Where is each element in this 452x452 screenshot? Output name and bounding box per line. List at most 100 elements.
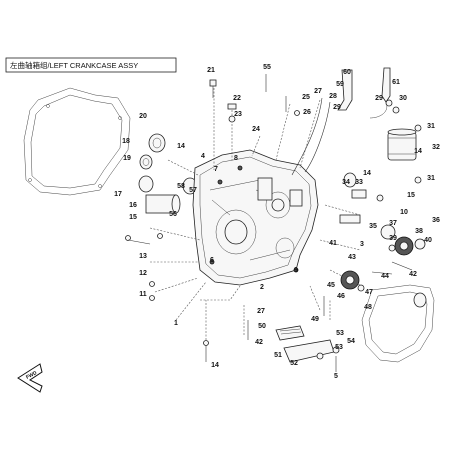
- crank-bore: [215, 209, 257, 255]
- bolt-15-left-shank: [127, 239, 151, 245]
- bolt-31: [414, 124, 422, 132]
- bracket-51: [283, 339, 335, 363]
- callout-3: 3: [360, 241, 364, 248]
- callout-36: 36: [432, 217, 440, 224]
- gear-37: [380, 224, 396, 240]
- callout-53: 53: [336, 330, 344, 337]
- bolt-14-bottom-head: [203, 340, 209, 346]
- callout-14: 14: [363, 170, 371, 177]
- callout-51: 51: [274, 352, 282, 359]
- callout-15: 15: [129, 214, 137, 221]
- screen-mesh: [280, 331, 302, 335]
- boss-upper: [257, 177, 273, 201]
- bolt-12: [149, 281, 155, 287]
- oring-29: [385, 99, 393, 107]
- bolt-15-right: [376, 194, 384, 202]
- callout-50: 50: [258, 323, 266, 330]
- sensor-61: [381, 67, 391, 103]
- gasket-hole: [28, 178, 32, 182]
- callout-54: 54: [347, 338, 355, 345]
- gear-45-hub: [345, 275, 355, 285]
- dowel-8: [237, 165, 243, 171]
- fwd-arrow-icon: [17, 363, 43, 393]
- callout-1: 1: [174, 320, 178, 327]
- callout-4: 4: [201, 153, 205, 160]
- callout-39: 39: [389, 235, 397, 242]
- callout-28: 28: [329, 93, 337, 100]
- nut-53: [316, 352, 324, 360]
- callout-56: 56: [169, 211, 177, 218]
- dowel-7: [217, 179, 223, 185]
- bolt-42-right: [391, 261, 413, 271]
- callout-24: 24: [252, 126, 260, 133]
- callout-21: 21: [207, 67, 215, 74]
- bolt-31-lower: [414, 176, 422, 184]
- right-gasket: [361, 284, 435, 363]
- nut-53b: [332, 346, 340, 354]
- part-34: [343, 172, 357, 188]
- callout-18: 18: [122, 138, 130, 145]
- washer-40: [414, 238, 426, 250]
- callout-38: 38: [415, 228, 423, 235]
- callout-20: 20: [139, 113, 147, 120]
- callout-31: 31: [427, 123, 435, 130]
- callout-43: 43: [348, 254, 356, 261]
- oil-filter-top: [387, 128, 417, 136]
- gasket-hole: [46, 104, 50, 108]
- oring-30: [392, 106, 400, 114]
- crankcase-flange: [199, 156, 312, 279]
- bolt-14-left: [157, 233, 163, 239]
- callout-33: 33: [355, 179, 363, 186]
- plug-22: [227, 103, 237, 110]
- callout-8: 8: [234, 155, 238, 162]
- callout-27: 27: [257, 308, 265, 315]
- crank-bore-inner: [224, 219, 248, 245]
- callout-41: 41: [329, 240, 337, 247]
- dowel-9: [293, 267, 299, 273]
- callout-16: 16: [129, 202, 137, 209]
- callout-35: 35: [369, 223, 377, 230]
- callout-49: 49: [311, 316, 319, 323]
- callout-58: 58: [177, 183, 185, 190]
- callout-14: 14: [414, 148, 422, 155]
- bolt-15-left: [125, 235, 131, 241]
- callout-12: 12: [139, 270, 147, 277]
- oil-filter-32: [387, 131, 417, 161]
- callout-27: 27: [314, 88, 322, 95]
- callout-60: 60: [343, 69, 351, 76]
- callout-52: 52: [290, 360, 298, 367]
- screen-mesh: [279, 328, 301, 332]
- dowel-6: [209, 259, 215, 265]
- washer-23: [228, 115, 236, 123]
- callout-40: 40: [424, 237, 432, 244]
- callout-55: 55: [263, 64, 271, 71]
- callout-14: 14: [177, 143, 185, 150]
- bearing-19: [139, 154, 153, 170]
- callout-9: 9: [294, 267, 298, 274]
- seal-48: [413, 292, 427, 308]
- cable-61: [369, 101, 388, 119]
- gasket-hole: [118, 116, 122, 120]
- washer-26: [294, 110, 300, 116]
- callout-30: 30: [399, 95, 407, 102]
- fwd-label: FWD: [25, 370, 38, 381]
- callout-37: 37: [389, 220, 397, 227]
- callout-29: 29: [333, 104, 341, 111]
- assembly-line: [175, 281, 331, 340]
- callout-14: 14: [211, 362, 219, 369]
- callout-23: 23: [234, 111, 242, 118]
- shaft-bore-lower: [275, 237, 295, 259]
- callout-6: 6: [210, 257, 214, 264]
- boss-right: [289, 189, 303, 207]
- callout-42: 42: [409, 271, 417, 278]
- callout-26: 26: [303, 109, 311, 116]
- callout-11: 11: [139, 291, 147, 298]
- left-gasket-inner: [30, 94, 123, 189]
- callout-32: 32: [432, 144, 440, 151]
- bearing-19-inner: [142, 158, 150, 166]
- callout-31: 31: [427, 175, 435, 182]
- callout-45: 45: [327, 282, 335, 289]
- callout-61: 61: [392, 79, 400, 86]
- bolt-44: [371, 271, 393, 275]
- hose-60: [337, 69, 353, 111]
